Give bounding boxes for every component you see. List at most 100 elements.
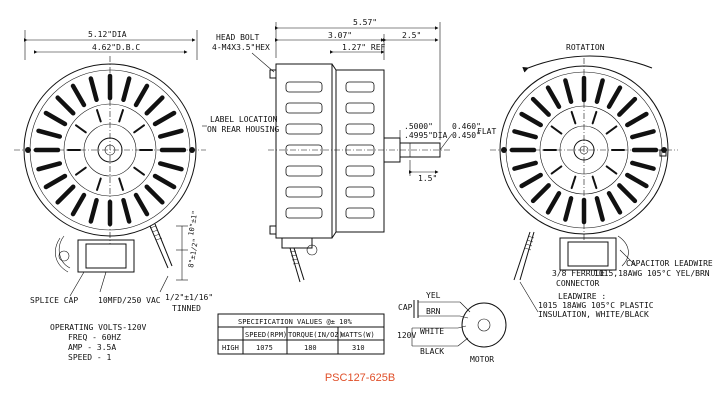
inner-slot — [570, 175, 577, 190]
vent-slot — [121, 76, 132, 103]
front-bolt-hole — [148, 188, 152, 192]
vent-slot — [43, 173, 68, 190]
vent-slot — [512, 160, 538, 171]
flat-dim-1: 0.460" — [452, 122, 481, 131]
spec-header-watts: WATTS(W) — [341, 331, 375, 339]
vent-slot — [43, 110, 68, 127]
label-location-detail: ON REAR HOUSING — [207, 125, 279, 134]
vent-slot — [152, 110, 177, 127]
vent-slot — [530, 96, 551, 117]
inner-slot — [118, 109, 124, 123]
spec-torque-value: 180 — [304, 344, 317, 352]
ferrule-label-2: CONNECTOR — [556, 279, 600, 288]
operating-amp: AMP - 3.5A — [68, 343, 116, 352]
spec-header-speed: SPEED(RPM) — [245, 331, 287, 339]
rotation-arrow — [522, 55, 653, 73]
side-slot — [285, 81, 323, 93]
wire-yel: YEL — [426, 291, 441, 300]
spec-row-label: HIGH — [222, 344, 239, 352]
motor-label: MOTOR — [470, 355, 494, 364]
vent-slot — [617, 96, 638, 117]
splice-cap-label: SPLICE CAP — [30, 296, 78, 305]
inner-slot — [591, 175, 598, 190]
overall-length: 5.57" — [353, 18, 377, 27]
leadwire-label: LEADWIRE : — [558, 292, 606, 301]
vent-slot — [625, 172, 649, 189]
cap-leadwire-label: CAPACITOR LEADWIRE — [626, 259, 713, 268]
front-bolt-hole — [25, 147, 31, 153]
inner-slot — [133, 124, 145, 134]
wire-black: BLACK — [420, 347, 444, 356]
side-slot — [285, 186, 323, 198]
flat-dim-2: 0.450" — [452, 131, 481, 140]
vent-slot — [563, 196, 574, 222]
inner-slot — [96, 177, 102, 191]
vent-slot — [545, 85, 562, 109]
vent-slot — [133, 83, 150, 108]
inner-slot — [550, 165, 563, 175]
rear-view: ROTATION CAPACITOR LEADWIRE 1015,18AWG 1… — [490, 43, 713, 319]
wire-brn: BRN — [426, 307, 441, 316]
inner-slot — [605, 165, 618, 175]
operating-info: OPERATING VOLTS-120V FREQ - 60HZ AMP - 3… — [50, 323, 147, 362]
side-view: 5.57" 3.07" 2.5" 1.27" REF HEAD BOLT 4-M… — [202, 18, 496, 283]
label-location: LABEL LOCATION — [210, 115, 278, 124]
shaft-dia-2: .4995"DIA — [404, 131, 448, 140]
side-vent-slots — [285, 81, 375, 219]
inner-slot — [75, 166, 87, 176]
spec-speed-value: 1075 — [256, 344, 273, 352]
vent-slot — [630, 129, 656, 140]
spec-table-title: SPECIFICATION VALUES @± 10% — [238, 318, 353, 326]
vent-slot — [625, 111, 649, 128]
vent-slot — [594, 78, 605, 104]
capacitor-rating-label: 10MFD/250 VAC — [98, 296, 161, 305]
wiring-diagram: YEL CAP BRN WHITE 120V BLACK MOTOR — [397, 291, 507, 364]
wire-voltage: 120V — [397, 331, 416, 340]
vent-slot — [133, 192, 150, 217]
flat-length: 1.5" — [418, 174, 437, 183]
side-slot — [345, 102, 375, 114]
vent-slot — [88, 76, 99, 103]
inner-slot — [591, 110, 598, 125]
tinned-label: TINNED — [172, 304, 201, 313]
front-dia-label: 5.12"DIA — [88, 30, 127, 39]
rear-capacitor — [559, 237, 617, 271]
front-view: 5.12"DIA 4.62"D.B.C 10"±1" 8"± — [14, 30, 213, 313]
leadwire-spec: 1015 18AWG 105°C PLASTIC — [538, 301, 654, 310]
operating-speed: SPEED - 1 — [68, 353, 112, 362]
vent-slot — [594, 196, 605, 222]
front-bc-label: 4.62"D.B.C — [92, 43, 140, 52]
head-bolt-label: HEAD BOLT — [216, 33, 260, 42]
vent-slot — [36, 128, 63, 139]
lead-dim-1: 10"±1" — [187, 210, 199, 236]
side-front-housing — [275, 63, 333, 239]
body-length: 3.07" — [328, 31, 352, 40]
vent-slot — [519, 172, 543, 189]
inner-slot — [550, 125, 563, 135]
front-vent-slots — [33, 73, 187, 227]
vent-slot — [606, 191, 623, 215]
spec-watts-value: 310 — [352, 344, 365, 352]
part-number: PSC127-625B — [324, 372, 396, 384]
front-bolt-hole — [68, 108, 72, 112]
ref-length: 1.27" REF — [342, 43, 386, 52]
wire-cap: CAP — [398, 303, 413, 312]
vent-slot — [630, 160, 656, 171]
vent-slot — [606, 85, 623, 109]
side-slot — [345, 123, 375, 135]
vent-slot — [55, 184, 76, 205]
vent-slot — [70, 192, 87, 217]
side-slot — [345, 81, 375, 93]
front-bolt-hole — [189, 147, 195, 153]
rotation-label: ROTATION — [566, 43, 605, 52]
vent-slot — [512, 129, 538, 140]
vent-slot — [88, 197, 99, 224]
rear-vent-slots — [509, 75, 659, 225]
spec-header-torque: TORQUE(IN/OZ) — [288, 331, 343, 339]
vent-slot — [36, 161, 63, 172]
side-slot — [345, 186, 375, 198]
vent-slot — [152, 173, 177, 190]
shaft-length: 2.5" — [402, 31, 421, 40]
inner-slot — [118, 177, 124, 191]
